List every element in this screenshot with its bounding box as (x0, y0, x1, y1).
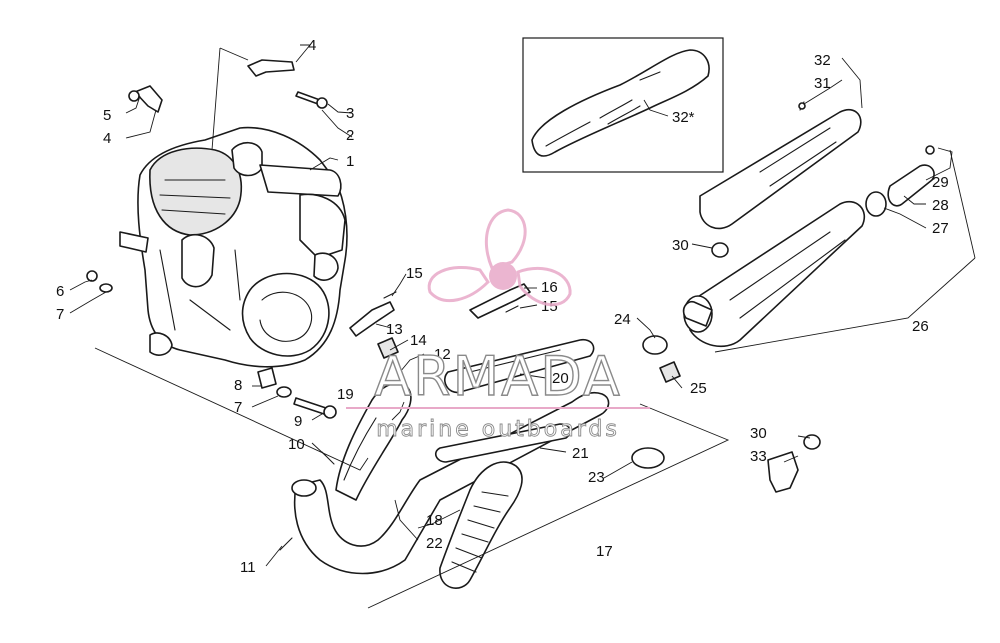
callout-19: 19 (337, 386, 354, 403)
callout-17: 17 (596, 543, 613, 560)
callout-12: 12 (434, 346, 451, 363)
mounting-hardware (711, 242, 821, 493)
callout-4-left: 4 (103, 130, 111, 147)
callout-7-lower: 7 (234, 399, 242, 416)
callout-30-upper: 30 (672, 237, 689, 254)
callout-28: 28 (932, 197, 949, 214)
callout-21: 21 (572, 445, 589, 462)
callout-25: 25 (690, 380, 707, 397)
heat-shield-20 (444, 338, 595, 394)
heat-shield-21 (434, 423, 572, 463)
callout-3: 3 (346, 105, 354, 122)
callout-13: 13 (386, 321, 403, 338)
callout-10: 10 (288, 436, 305, 453)
callout-29: 29 (932, 174, 949, 191)
callout-16: 16 (541, 279, 558, 296)
muffler (682, 201, 865, 348)
callout-2: 2 (346, 127, 354, 144)
muffler-heat-shield (699, 101, 862, 230)
callout-20: 20 (552, 370, 569, 387)
callout-24: 24 (614, 311, 631, 328)
callout-32-star: 32* (672, 109, 695, 126)
spark-arrester-parts (865, 145, 935, 217)
callout-9: 9 (294, 413, 302, 430)
callout-33: 33 (750, 448, 767, 465)
callout-1: 1 (346, 153, 354, 170)
callout-23: 23 (588, 469, 605, 486)
callout-15-right: 15 (541, 298, 558, 315)
callout-27: 27 (932, 220, 949, 237)
hardware-parts (86, 59, 531, 551)
callout-6: 6 (56, 283, 64, 300)
callout-7-left: 7 (56, 306, 64, 323)
propeller-logo (427, 208, 572, 307)
callout-14: 14 (410, 332, 427, 349)
callout-26: 26 (912, 318, 929, 335)
callout-32: 32 (814, 52, 831, 69)
leader-lines (69, 44, 976, 609)
armada-watermark: ARMADA marine outboards (346, 208, 650, 442)
callout-31: 31 (814, 75, 831, 92)
callout-15-left: 15 (406, 265, 423, 282)
engine-assembly (119, 126, 348, 368)
watermark-subtitle: marine outboards (376, 417, 620, 442)
watermark-title: ARMADA (374, 345, 622, 408)
callout-11: 11 (240, 559, 256, 576)
callout-30-lower: 30 (750, 425, 767, 442)
callout-18: 18 (426, 512, 443, 529)
callout-4-top: 4 (308, 37, 316, 54)
flex-tube (439, 461, 523, 589)
clamps (631, 335, 681, 469)
callout-5: 5 (103, 107, 111, 124)
inset-heat-shield-box (522, 37, 724, 173)
callout-labels: 1 2 3 4 4 5 6 7 7 8 9 10 11 12 13 14 15 … (56, 37, 949, 576)
callout-8: 8 (234, 377, 242, 394)
callout-22: 22 (426, 535, 443, 552)
